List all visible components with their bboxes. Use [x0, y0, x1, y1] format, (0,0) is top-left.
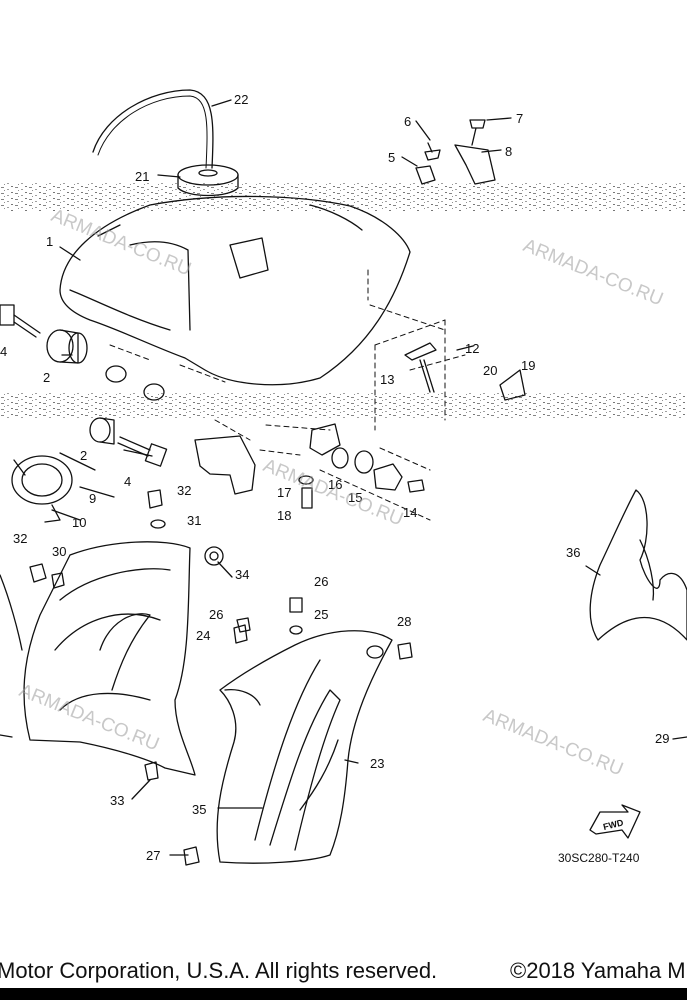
watermark: ARMADA-CO.RU [480, 705, 626, 780]
hose-19 [499, 369, 526, 401]
grommet-34 [204, 546, 224, 566]
bolt-hole [366, 645, 384, 659]
callout-26: 26 [209, 607, 223, 622]
scan-noise-band-top [0, 183, 687, 211]
bolt-upper-left [0, 304, 41, 338]
screw-14 [407, 479, 425, 493]
breather-hose [92, 89, 214, 169]
drawing-code: 30SC280-T240 [558, 851, 640, 865]
callout-30: 30 [52, 544, 66, 559]
callout-21: 21 [135, 169, 149, 184]
callout-20: 20 [483, 363, 497, 378]
screw-18 [301, 487, 313, 509]
washer-17 [298, 475, 314, 485]
callout-19: 19 [521, 358, 535, 373]
callout-6: 6 [404, 114, 411, 129]
pump-cover [194, 435, 256, 495]
callout-26: 26 [314, 574, 328, 589]
callout-14: 14 [403, 505, 417, 520]
callout-13: 13 [380, 372, 394, 387]
bracket-8 [454, 144, 496, 185]
copyright-year-text: ©2018 Yamaha M [510, 958, 686, 983]
watermark: ARMADA-CO.RU [48, 205, 194, 280]
bolt-33 [144, 761, 159, 781]
callout-12: 12 [465, 341, 479, 356]
o-ring-15 [354, 450, 374, 474]
rubber-damper [415, 165, 436, 185]
callout-4: 4 [124, 474, 131, 489]
tap-lever-14 [373, 463, 403, 491]
callout-2: 2 [80, 448, 87, 463]
footer-bar [0, 988, 687, 1000]
callout-9: 9 [89, 491, 96, 506]
callout-17: 17 [277, 485, 291, 500]
grommet-small [105, 365, 165, 401]
footer: Motor Corporation, U.S.A. All rights res… [0, 955, 687, 1000]
bolt-32-left [29, 563, 47, 583]
copyright-text: Motor Corporation, U.S.A. All rights res… [0, 958, 438, 983]
callout-33: 33 [110, 793, 124, 808]
callout-7: 7 [516, 111, 523, 126]
mount-rubber-lower [89, 417, 115, 445]
collar-30 [51, 572, 65, 589]
fuel-cap [177, 164, 239, 197]
washer-31 [150, 519, 166, 529]
callout-4: 4 [0, 344, 7, 359]
bolt-lower [117, 436, 168, 467]
callout-22: 22 [234, 92, 248, 107]
screw-28 [397, 642, 413, 660]
callout-25: 25 [314, 607, 328, 622]
o-ring-16 [331, 447, 349, 469]
callout-23: 23 [370, 756, 384, 771]
decal-36 [589, 489, 687, 641]
tap-body [309, 423, 341, 456]
mount-rubber-upper [46, 329, 88, 364]
bolt-7 [469, 119, 486, 146]
callout-18: 18 [277, 508, 291, 523]
callout-10: 10 [72, 515, 86, 530]
callout-32: 32 [177, 483, 191, 498]
bolt-6 [424, 142, 441, 161]
washer-25 [289, 625, 303, 635]
side-cover-left [23, 541, 196, 776]
watermark: ARMADA-CO.RU [520, 235, 666, 310]
screw-26-left [236, 617, 251, 633]
callout-2: 2 [43, 370, 50, 385]
callout-35: 35 [192, 802, 206, 817]
callout-32: 32 [13, 531, 27, 546]
callout-27: 27 [146, 848, 160, 863]
side-cover-right [216, 630, 393, 864]
clamp-13 [404, 342, 437, 361]
callout-31: 31 [187, 513, 201, 528]
screw-27 [183, 846, 200, 866]
scan-noise-band-middle [0, 392, 687, 418]
fwd-label: FWD [602, 817, 625, 832]
callout-8: 8 [505, 144, 512, 159]
callout-16: 16 [328, 477, 342, 492]
fuel-pump-unit [11, 455, 73, 523]
callout-28: 28 [397, 614, 411, 629]
screw-24 [233, 624, 248, 644]
callout-36: 36 [566, 545, 580, 560]
fuel-tank [59, 195, 411, 386]
callout-5: 5 [388, 150, 395, 165]
screw-26-right [289, 597, 303, 613]
callout-1: 1 [46, 234, 53, 249]
callout-34: 34 [235, 567, 249, 582]
callout-29: 29 [655, 731, 669, 746]
callout-24: 24 [196, 628, 210, 643]
bolt-32-top [147, 489, 163, 509]
callout-15: 15 [348, 490, 362, 505]
fwd-arrow [589, 804, 641, 839]
